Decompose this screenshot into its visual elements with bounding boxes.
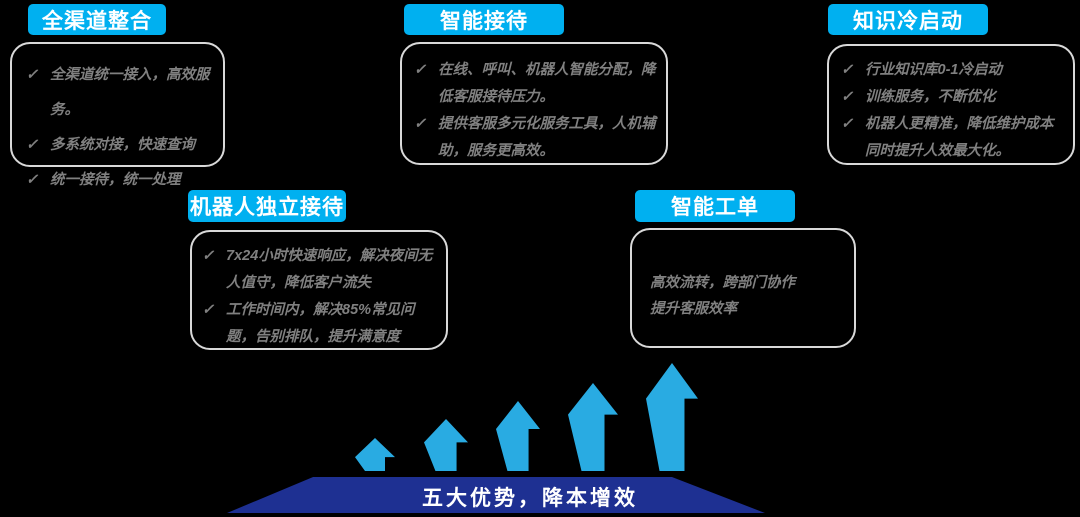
list-item-text: 多系统对接，快速查询 [50,137,195,153]
list-item: ✓ 7x24小时快速响应，解决夜间无人值守，降低客户流失 [202,243,440,297]
list-item: ✓ 行业知识库0-1冷启动 [841,57,1067,84]
check-icon: ✓ [841,89,854,105]
list-item: ✓ 提供客服多元化服务工具，人机辅助，服务更高效。 [414,111,658,165]
card-panel-smart-reception: ✓ 在线、呼叫、机器人智能分配，降低客服接待压力。 ✓ 提供客服多元化服务工具，… [400,42,668,165]
check-icon: ✓ [202,302,215,318]
list-item-text: 行业知识库0-1冷启动 [865,62,1002,78]
growth-arrow-4 [568,383,618,471]
list-item-text: 7x24小时快速响应，解决夜间无人值守，降低客户流失 [226,248,433,291]
list-item: ✓ 训练服务，不断优化 [841,84,1067,111]
list-item-text: 统一接待，统一处理 [50,172,181,188]
check-icon: ✓ [414,62,427,78]
list-item: ✓ 全渠道统一接入，高效服务。 [26,58,217,128]
list-item: ✓ 机器人更精准，降低维护成本同时提升人效最大化。 [841,111,1067,165]
list-item-text: 在线、呼叫、机器人智能分配，降低客服接待压力。 [438,62,656,105]
platform-trapezoid [227,477,765,513]
list-item-text: 提供客服多元化服务工具，人机辅助，服务更高效。 [438,116,656,159]
list-item-text: 机器人更精准，降低维护成本同时提升人效最大化。 [865,116,1054,159]
growth-arrow-3 [496,401,540,471]
card-title-knowledge-cold-start: 知识冷启动 [828,4,988,35]
card-title-robot-reception: 机器人独立接待 [188,190,346,222]
growth-arrow-2 [424,419,468,471]
card-panel-knowledge-cold-start: ✓ 行业知识库0-1冷启动 ✓ 训练服务，不断优化 ✓ 机器人更精准，降低维护成… [827,44,1075,165]
check-icon: ✓ [26,172,39,188]
card-title-smart-reception: 智能接待 [404,4,564,35]
list-item: ✓ 工作时间内，解决85%常见问题，告别排队，提升满意度 [202,297,440,351]
growth-arrow-5 [646,363,698,471]
banner-title: 五大优势，降本增效 [422,487,638,510]
card-panel-smart-ticket: 高效流转，跨部门协作 提升客服效率 [630,228,856,348]
list-item: ✓ 在线、呼叫、机器人智能分配，降低客服接待压力。 [414,57,658,111]
list-item-text: 提升客服效率 [650,301,737,317]
check-icon: ✓ [26,137,39,153]
list-item-text: 训练服务，不断优化 [865,89,996,105]
card-panel-omnichannel: ✓ 全渠道统一接入，高效服务。 ✓ 多系统对接，快速查询 ✓ 统一接待，统一处理 [10,42,225,188]
list-item: ✓ 统一接待，统一处理 [26,163,217,198]
card-title-omnichannel: 全渠道整合 [28,4,166,35]
check-icon: ✓ [202,248,215,264]
list-item-text: 工作时间内，解决85%常见问题，告别排队，提升满意度 [226,302,415,345]
check-icon: ✓ [414,116,427,132]
list-item: ✓ 多系统对接，快速查询 [26,128,217,163]
list-item-text: 全渠道统一接入，高效服务。 [50,67,210,118]
card-title-smart-ticket: 智能工单 [635,190,795,222]
check-icon: ✓ [841,116,854,132]
check-icon: ✓ [841,62,854,78]
check-icon: ✓ [26,67,39,83]
list-item: 提升客服效率 [650,296,844,322]
list-item: 高效流转，跨部门协作 [650,270,844,296]
list-item-text: 高效流转，跨部门协作 [650,275,795,291]
growth-arrow-1 [355,438,395,471]
card-panel-robot-reception: ✓ 7x24小时快速响应，解决夜间无人值守，降低客户流失 ✓ 工作时间内，解决8… [190,230,448,350]
